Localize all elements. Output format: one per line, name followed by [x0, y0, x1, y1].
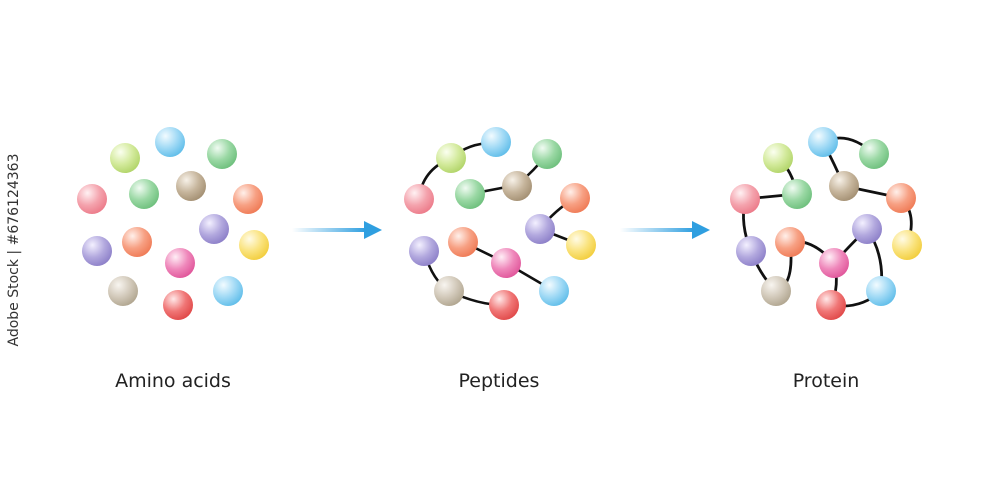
peptide-sphere	[448, 227, 478, 257]
amino-acid-sphere	[82, 236, 112, 266]
stock-id-watermark: Adobe Stock | #676124363	[6, 153, 22, 347]
amino-acid-sphere	[122, 227, 152, 257]
peptide-sphere	[525, 214, 555, 244]
amino-acid-sphere	[129, 179, 159, 209]
peptide-sphere	[434, 276, 464, 306]
protein-sphere	[859, 139, 889, 169]
amino-acid-sphere	[213, 276, 243, 306]
amino-acid-sphere	[77, 184, 107, 214]
protein-sphere	[886, 183, 916, 213]
protein-sphere	[736, 236, 766, 266]
peptides-label: Peptides	[458, 370, 540, 392]
amino-acid-sphere	[163, 290, 193, 320]
right-arrow-icon	[292, 221, 382, 239]
amino-acid-sphere	[155, 127, 185, 157]
peptide-sphere	[489, 290, 519, 320]
amino-acids-group	[77, 127, 269, 320]
protein-group	[730, 127, 922, 320]
amino-acid-sphere	[108, 276, 138, 306]
protein-sphere	[782, 179, 812, 209]
protein-sphere	[761, 276, 791, 306]
amino-acid-sphere	[110, 143, 140, 173]
protein-sphere	[763, 143, 793, 173]
protein-sphere	[775, 227, 805, 257]
protein-sphere	[808, 127, 838, 157]
peptide-sphere	[539, 276, 569, 306]
peptide-sphere	[491, 248, 521, 278]
protein-sphere	[816, 290, 846, 320]
peptide-sphere	[409, 236, 439, 266]
amino-acid-sphere	[165, 248, 195, 278]
protein-sphere	[892, 230, 922, 260]
peptide-sphere	[566, 230, 596, 260]
amino-acid-sphere	[239, 230, 269, 260]
right-arrow-icon	[620, 221, 710, 239]
amino-acids-label: Amino acids	[115, 370, 231, 392]
protein-sphere	[866, 276, 896, 306]
protein-sphere	[852, 214, 882, 244]
protein-sphere	[829, 171, 859, 201]
protein-label: Protein	[792, 370, 860, 392]
peptide-sphere	[502, 171, 532, 201]
amino-acid-sphere	[207, 139, 237, 169]
peptide-sphere	[532, 139, 562, 169]
amino-acid-sphere	[233, 184, 263, 214]
peptide-sphere	[455, 179, 485, 209]
peptide-sphere	[404, 184, 434, 214]
peptide-sphere	[436, 143, 466, 173]
peptide-sphere	[560, 183, 590, 213]
protein-sphere	[819, 248, 849, 278]
protein-sphere	[730, 184, 760, 214]
peptides-group	[404, 127, 596, 320]
amino-acid-sphere	[176, 171, 206, 201]
amino-acid-sphere	[199, 214, 229, 244]
peptide-sphere	[481, 127, 511, 157]
